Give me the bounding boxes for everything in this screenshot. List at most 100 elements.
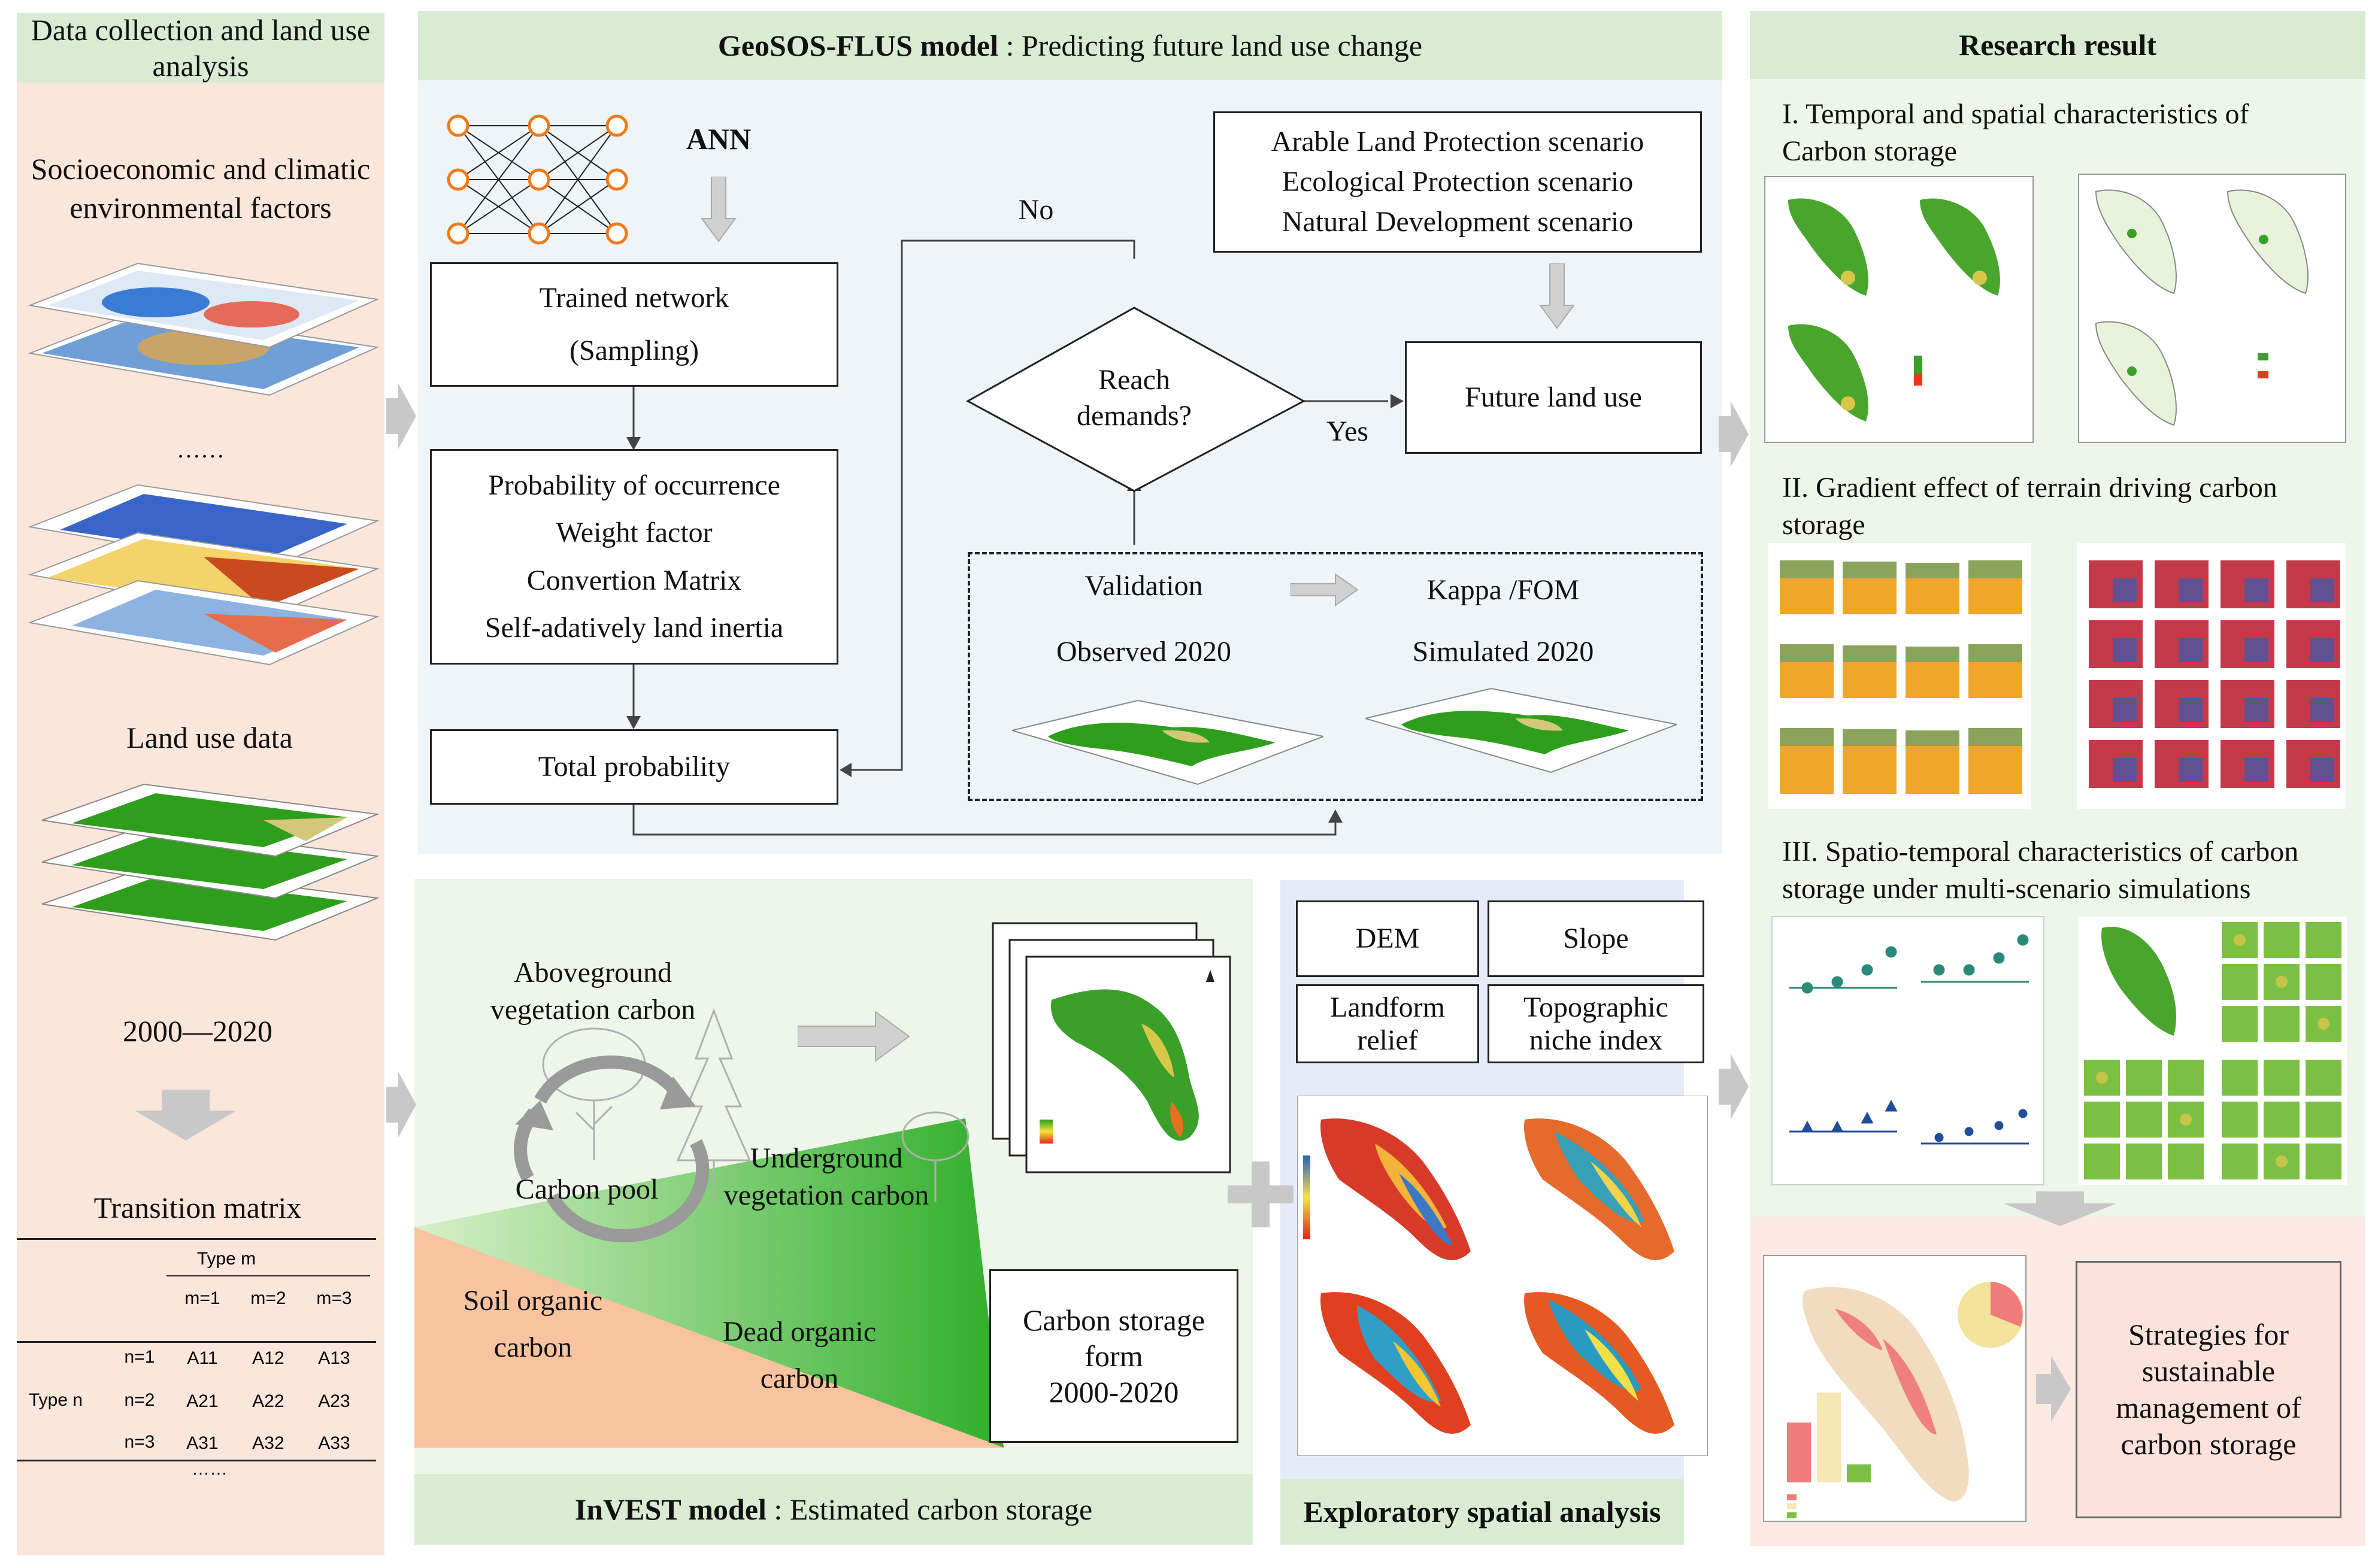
matrix-bottom-line <box>17 1460 376 1461</box>
strategy-box: Strategies for sustainable management of… <box>2076 1261 2341 1518</box>
prob-line-inertia: Self-adatively land inertia <box>484 612 784 644</box>
flus-header-bg <box>418 11 1722 80</box>
land-use-title: Land use data <box>126 721 293 754</box>
matrix-row-2: n=2 <box>124 1390 155 1410</box>
result-3-text: III. Spatio-temporal characteristics of … <box>1782 833 2351 908</box>
dem-box: DEM <box>1296 900 1479 977</box>
scenario-arable: Arable Land Protection scenario <box>1271 125 1644 157</box>
result-2-line-2: storage <box>1782 509 1865 541</box>
result-3-line-2: storage under multi-scenario simulations <box>1782 873 2251 905</box>
transition-matrix: Type m m=1 m=2 m=3 Type n n=1 n=2 n=3 A1… <box>17 1233 376 1473</box>
strategy-line-1: Strategies for <box>2128 1318 2289 1351</box>
matrix-cell-12: A12 <box>252 1348 284 1368</box>
matrix-cell-21: A21 <box>186 1391 219 1411</box>
strategy-line-2: sustainable <box>2141 1354 2276 1388</box>
validation-box <box>968 552 1703 801</box>
factors-ellipsis: …… <box>177 436 225 463</box>
underground-label: Underground vegetation carbon <box>707 1140 946 1215</box>
arrow-flus-to-result <box>1719 401 1749 467</box>
landform-box: Landform relief <box>1296 984 1479 1063</box>
matrix-col-1: m=1 <box>184 1288 220 1308</box>
scenarios-box: Arable Land Protection scenario Ecologic… <box>1213 111 1702 253</box>
matrix-cell-11: A11 <box>187 1348 218 1368</box>
result-2-map-grid <box>2077 543 2346 809</box>
landform-line-2: relief <box>1357 1024 1418 1056</box>
invest-header: InVEST model : Estimated carbon storage <box>414 1474 1253 1545</box>
simulated-map <box>1365 687 1677 774</box>
matrix-cell-33: A33 <box>318 1433 350 1453</box>
form-line-1: Carbon storage <box>1022 1303 1205 1337</box>
esa-header: Exploratory spatial analysis <box>1303 1495 1661 1528</box>
soil-line-1: Soil organic <box>463 1285 603 1317</box>
invest-header-bold: InVEST model <box>574 1493 767 1526</box>
flus-header: GeoSOS-FLUS model : Predicting future la… <box>418 11 1722 80</box>
underground-line-1: Underground <box>750 1142 903 1174</box>
terrain-maps-grid <box>1297 1096 1708 1456</box>
prob-line-occurrence: Probability of occurrence <box>488 469 780 501</box>
left-header: Data collection and land use analysis <box>31 13 371 83</box>
topographic-box: Topographic niche index <box>1488 984 1704 1063</box>
invest-right-arrow <box>798 1011 910 1062</box>
left-header-bg <box>17 13 384 83</box>
zoning-map <box>1763 1255 2026 1522</box>
result-3-line-1: III. Spatio-temporal characteristics of … <box>1782 836 2299 868</box>
result-2-text: II. Gradient effect of terrain driving c… <box>1782 469 2351 544</box>
total-probability-label: Total probability <box>538 751 731 783</box>
aboveground-line-1: Aboveground <box>514 957 672 988</box>
matrix-row-1: n=1 <box>124 1347 155 1367</box>
reach-line-1: Reach <box>1098 364 1170 396</box>
matrix-cell-13: A13 <box>318 1348 350 1368</box>
result-3-scenario-maps <box>2079 917 2347 1185</box>
underground-line-2: vegetation carbon <box>723 1179 929 1212</box>
flus-header-rest: : Predicting future land use change <box>1005 29 1423 62</box>
aboveground-line-2: vegetation carbon <box>490 994 696 1026</box>
result-header-bg <box>1750 11 2365 79</box>
matrix-cell-23: A23 <box>318 1391 350 1411</box>
dem-label: DEM <box>1355 923 1420 954</box>
matrix-type-m: Type m <box>196 1249 256 1269</box>
ann-label: ANN <box>686 122 752 156</box>
scenarios-down-arrow <box>1539 263 1575 329</box>
trained-network-box: Trained network (Sampling) <box>430 262 838 387</box>
esa-header-bg <box>1280 1479 1684 1545</box>
result-header: Research result <box>1958 28 2157 62</box>
result-1-text: I. Temporal and spatial characteristics … <box>1782 96 2351 171</box>
strategy-line-3: management of <box>2116 1391 2301 1424</box>
form-line-3: 2000-2020 <box>1049 1375 1179 1409</box>
factor-layers-bottom <box>28 484 380 666</box>
landform-line-1: Landform <box>1330 991 1445 1023</box>
strategy-arrow <box>2036 1356 2071 1422</box>
result-2-bar-charts <box>1768 543 2031 809</box>
arrow-left-to-invest <box>386 1072 416 1138</box>
factor-layers-top <box>28 262 380 396</box>
ann-down-arrow <box>701 177 737 242</box>
invest-header-bg <box>414 1474 1253 1545</box>
land-use-layers <box>41 783 380 941</box>
matrix-type-n: Type n <box>29 1390 83 1410</box>
dead-line-1: Dead organic <box>722 1316 877 1348</box>
kappa-label: Kappa /FOM <box>1426 574 1580 606</box>
result-1-maps-a <box>1764 176 2034 443</box>
matrix-row-3: n=3 <box>124 1432 155 1452</box>
trained-network-sub: (Sampling) <box>569 335 699 366</box>
result-1-line-2: Carbon storage <box>1782 135 1957 168</box>
observed-map <box>1012 699 1323 785</box>
matrix-mid-line <box>17 1341 376 1343</box>
down-arrow-left <box>135 1090 237 1141</box>
future-land-use-box: Future land use <box>1405 341 1702 454</box>
total-probability-box: Total probability <box>430 729 838 805</box>
matrix-col-3: m=3 <box>316 1288 352 1308</box>
result-3-scenario-charts <box>1771 916 2044 1185</box>
reach-demands-label: Reach demands? <box>1038 362 1230 434</box>
slope-label: Slope <box>1563 923 1629 954</box>
result-2-line-1: II. Gradient effect of terrain driving c… <box>1782 472 2277 504</box>
invest-header-rest: : Estimated carbon storage <box>774 1493 1093 1526</box>
soil-line-2: carbon <box>493 1332 572 1364</box>
matrix-cell-22: A22 <box>252 1391 284 1411</box>
aboveground-label: Aboveground vegetation carbon <box>467 954 719 1029</box>
slope-box: Slope <box>1488 900 1704 977</box>
probability-box: Probability of occurrence Weight factor … <box>430 449 838 665</box>
scenario-natural: Natural Development scenario <box>1282 206 1634 238</box>
years-label: 2000—2020 <box>123 1014 272 1048</box>
arrow-esa-to-result <box>1719 1054 1749 1120</box>
